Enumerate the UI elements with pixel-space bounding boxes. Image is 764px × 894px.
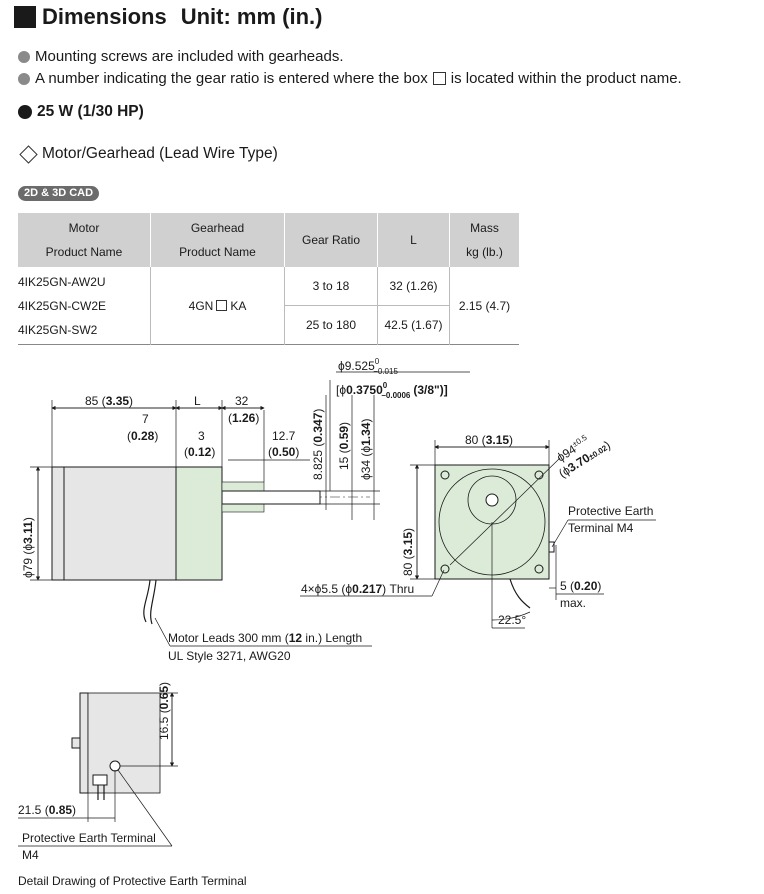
dim-12-7: 12.7: [272, 429, 296, 443]
ratio-cell: 3 to 18: [284, 267, 378, 306]
dim-15: 15 (0.59): [337, 422, 351, 470]
dim-3: 3: [198, 429, 205, 443]
dim-3-in: (0.12): [184, 445, 215, 459]
dim-21-5: 21.5 (0.85): [18, 803, 76, 817]
section-title: 25 W (1/30 HP): [18, 103, 144, 121]
th-ratio: Gear Ratio: [284, 213, 378, 267]
box-icon: [432, 72, 446, 85]
section-subtitle: Motor/Gearhead (Lead Wire Type): [18, 144, 278, 164]
mass-cell: 2.15 (4.7): [449, 267, 519, 345]
detail-caption: Detail Drawing of Protective Earth Termi…: [18, 874, 247, 888]
dim-5: 5 (0.20): [560, 579, 601, 593]
note-gear-ratio: A number indicating the gear ratio is en…: [18, 70, 682, 87]
dim-32-in: (1.26): [228, 411, 259, 425]
dim-8-825: 8.825 (0.347): [311, 409, 325, 480]
bullet-dot-icon: [18, 50, 30, 63]
dim-16-5: 16.5 (0.65): [157, 682, 171, 740]
page-title: Dimensions Unit: mm (in.): [14, 4, 322, 30]
bullet-black-icon: [18, 105, 32, 119]
length-cell: 42.5 (1.67): [377, 305, 450, 345]
dim-85: 85 (3.35): [85, 394, 133, 408]
detail-drawing: [71, 692, 161, 800]
th-length: L: [377, 213, 450, 267]
leads-label: Motor Leads 300 mm (12 in.) Length: [168, 631, 362, 645]
cad-badge[interactable]: 2D & 3D CAD: [18, 186, 100, 201]
dim-L: L: [194, 394, 201, 408]
dim-flange-80-v: 80 (3.15): [401, 528, 415, 576]
length-cell: 32 (1.26): [377, 267, 450, 306]
detail-pe-2: M4: [22, 848, 39, 862]
dim-32: 32: [235, 394, 249, 408]
motor-side-view: [51, 466, 370, 625]
dim-79: ϕ79 (ϕ3.11): [21, 517, 35, 578]
dim-7: 7: [142, 412, 149, 426]
pe-label-1: Protective Earth: [568, 504, 653, 518]
title-square-icon: [14, 6, 36, 28]
dim-shaft-in: [ϕ0.37500−0.0006(3/8")]: [336, 381, 448, 400]
pe-label-2: Terminal M4: [568, 521, 634, 535]
dim-max: max.: [560, 596, 586, 610]
detail-pe-1: Protective Earth Terminal: [22, 831, 156, 845]
leads-spec: UL Style 3271, AWG20: [168, 649, 291, 663]
note-screws: Mounting screws are included with gearhe…: [18, 48, 344, 65]
dim-shaft-mm: ϕ9.5250−0.015: [338, 357, 398, 376]
title-unit: Unit: mm (in.): [180, 4, 323, 29]
dim-34: ϕ34 (ϕ1.34): [359, 419, 373, 480]
ratio-cell: 25 to 180: [284, 305, 378, 345]
dim-angle: 22.5°: [498, 613, 526, 627]
dim-12-7-in: (0.50): [268, 445, 299, 459]
box-icon: [216, 299, 228, 311]
dim-7-in: (0.28): [127, 429, 158, 443]
dim-flange-80: 80 (3.15): [465, 433, 513, 447]
title-main: Dimensions: [42, 4, 167, 29]
holes-label: 4×ϕ5.5 (ϕ0.217) Thru: [301, 582, 414, 596]
flange-front-view: [434, 464, 555, 609]
bullet-dot-icon: [18, 72, 30, 85]
